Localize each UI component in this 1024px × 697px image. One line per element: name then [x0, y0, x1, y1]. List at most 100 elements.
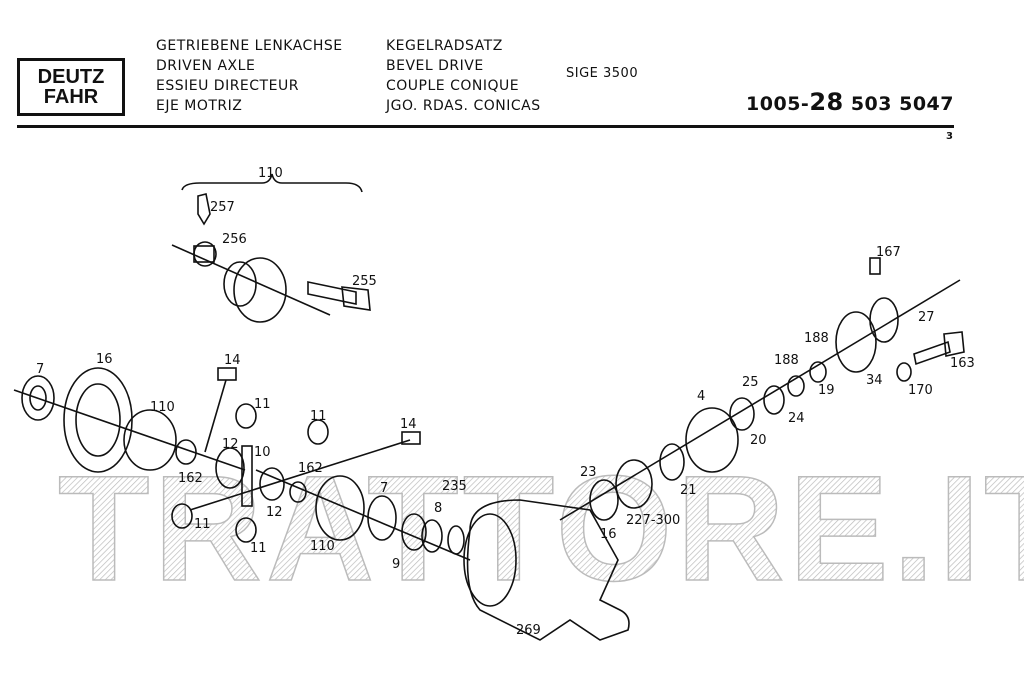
shim-188-upper — [809, 361, 827, 383]
bolt-163 — [913, 340, 951, 366]
callout-label: 27 — [918, 310, 935, 325]
drive-flange — [233, 257, 287, 323]
callout-label: 11 — [310, 409, 327, 424]
page-number: 3 — [946, 131, 953, 142]
bearing-20 — [729, 397, 755, 431]
crown-wheel-16 — [63, 367, 133, 473]
part-number: 1005-28 503 5047 — [746, 88, 954, 116]
callout-label: 7 — [380, 481, 388, 496]
bearing-24 — [763, 385, 785, 415]
callout-label: 10 — [254, 445, 271, 460]
callout-label: 188 — [774, 353, 799, 368]
title-english: DRIVEN AXLE — [156, 58, 256, 74]
part-number-group: 28 — [809, 88, 844, 116]
parts-drawing — [13, 173, 965, 641]
callout-label: 227-300 — [626, 513, 680, 528]
callout-label: 20 — [750, 433, 767, 448]
shim-9 — [401, 513, 427, 551]
callout-label: 23 — [580, 465, 597, 480]
side-gear-12-right — [259, 467, 285, 501]
callout-label: 269 — [516, 623, 541, 638]
cross-shaft-10 — [241, 445, 253, 507]
drive-flange-hub — [223, 261, 257, 307]
callout-label: 14 — [400, 417, 417, 432]
shim-188-lower — [787, 375, 805, 397]
pin-14-right — [401, 431, 421, 445]
callout-label: 235 — [442, 479, 467, 494]
bearing-7-right — [367, 495, 397, 541]
part-number-prefix: 1005- — [746, 93, 810, 115]
bolt-shank-255 — [307, 281, 357, 305]
callout-label: 256 — [222, 232, 247, 247]
callout-label: 110 — [258, 166, 283, 181]
spider-gear-11-left — [171, 503, 193, 529]
title-french: ESSIEU DIRECTEUR — [156, 78, 299, 94]
axle-housing-269 — [466, 499, 630, 641]
diff-case-110-right — [315, 475, 365, 541]
shim-8 — [421, 519, 443, 553]
callout-label: 12 — [266, 505, 283, 520]
watermark: TRATTORE.IT — [58, 444, 1024, 612]
spider-gear-11-right — [307, 419, 329, 445]
spider-gear-11-top — [235, 403, 257, 429]
callout-label: 170 — [908, 383, 933, 398]
washer-162-left — [175, 439, 197, 465]
callout-label: 16 — [96, 352, 113, 367]
callout-label: 188 — [804, 331, 829, 346]
callout-label: 21 — [680, 483, 697, 498]
spider-gear-11-bottom — [235, 517, 257, 543]
title-column-left: GETRIEBENE LENKACHSE DRIVEN AXLE ESSIEU … — [156, 36, 343, 116]
title-spanish: EJE MOTRIZ — [156, 98, 243, 114]
callout-label: 11 — [194, 517, 211, 532]
subtitle-german: KEGELRADSATZ — [386, 38, 503, 54]
pin-167 — [869, 257, 881, 275]
callout-label: 110 — [310, 539, 335, 554]
bearing-7-left — [21, 375, 55, 421]
callout-labels: 110 257 256 255 167 27 188 163 188 25 19… — [36, 166, 975, 638]
callout-label: 24 — [788, 411, 805, 426]
callout-label: 12 — [222, 437, 239, 452]
header-rule — [17, 125, 954, 128]
callout-label: 110 — [150, 400, 175, 415]
subtitle-english: BEVEL DRIVE — [386, 58, 484, 74]
cotter-pin-257 — [197, 193, 211, 226]
callout-label: 16 — [600, 527, 617, 542]
drive-flange-27 — [835, 311, 877, 373]
bearing-21 — [659, 443, 685, 481]
deutz-fahr-logo: DEUTZ FAHR — [17, 58, 125, 116]
callout-label: 34 — [866, 373, 883, 388]
side-gear-12-left — [215, 447, 245, 489]
callout-label: 167 — [876, 245, 901, 260]
callout-label: 7 — [36, 362, 44, 377]
axis-line-right — [559, 279, 961, 521]
logo-line-1: DEUTZ — [37, 66, 105, 88]
callout-label: 4 — [697, 389, 705, 404]
carrier-4 — [685, 407, 739, 473]
callout-label: 162 — [298, 461, 323, 476]
title-column-right: KEGELRADSATZ BEVEL DRIVE COUPLE CONIQUE … — [386, 36, 541, 116]
title-german: GETRIEBENE LENKACHSE — [156, 38, 343, 54]
callout-label: 11 — [254, 397, 271, 412]
callout-label: 14 — [224, 353, 241, 368]
washer-170 — [896, 362, 912, 382]
part-number-suffix: 503 5047 — [843, 93, 954, 115]
logo-line-2: FAHR — [43, 86, 99, 108]
bolt-head-255 — [341, 286, 371, 311]
pinion-16-right — [589, 479, 619, 521]
callout-label: 9 — [392, 557, 400, 572]
subtitle-french: COUPLE CONIQUE — [386, 78, 520, 94]
pin-14-left — [217, 367, 237, 381]
diff-case-110-left — [123, 409, 177, 471]
washer-162-right — [289, 481, 307, 503]
callout-label: 257 — [210, 200, 235, 215]
callout-label: 162 — [178, 471, 203, 486]
ring-235 — [447, 525, 465, 555]
callout-label: 19 — [818, 383, 835, 398]
flange-23 — [615, 459, 653, 509]
callout-label: 255 — [352, 274, 377, 289]
subtitle-spanish: JGO. RDAS. CONICAS — [386, 98, 541, 114]
axis-line-left — [13, 389, 246, 471]
callout-label: 25 — [742, 375, 759, 390]
model-label: SIGE 3500 — [566, 66, 639, 81]
